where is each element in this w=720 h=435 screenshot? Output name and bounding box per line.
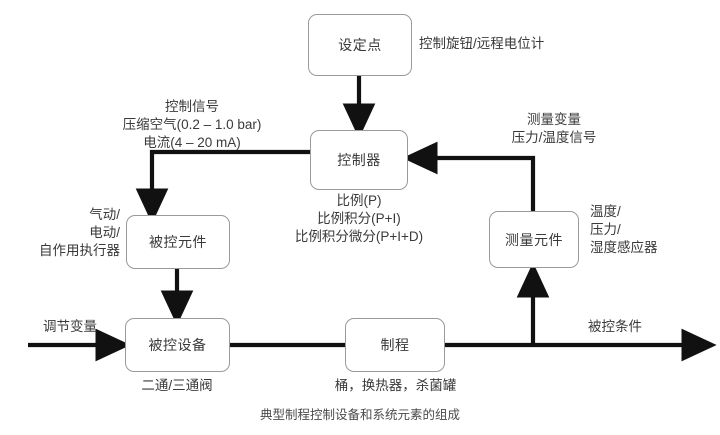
annotation-sensor-types: 温度/ 压力/ 湿度感应器: [590, 204, 658, 255]
node-controlled-device[interactable]: 被控设备: [125, 318, 230, 372]
node-setpoint[interactable]: 设定点: [308, 14, 412, 76]
node-process[interactable]: 制程: [345, 318, 445, 372]
node-controller[interactable]: 控制器: [310, 130, 408, 190]
node-process-label: 制程: [380, 337, 410, 353]
annotation-process-types: 桶，换热器，杀菌罐: [334, 378, 457, 393]
annotation-setpoint-note: 控制旋钮/远程电位计: [419, 36, 545, 51]
annotation-controlled-condition: 被控条件: [588, 319, 642, 334]
annotation-manipulated-variable: 调节变量: [43, 319, 97, 334]
node-setpoint-label: 设定点: [338, 37, 382, 53]
annotation-measured-variable: 测量变量 压力/温度信号: [511, 112, 597, 145]
node-measuring-element-label: 测量元件: [505, 231, 563, 248]
diagram-caption: 典型制程控制设备和系统元素的组成: [259, 408, 460, 422]
wire-measuring-element-to-controller: [402, 141, 536, 211]
node-controlled-element[interactable]: 被控元件: [126, 215, 230, 269]
node-controller-label: 控制器: [337, 152, 381, 168]
node-controlled-element-label: 被控元件: [149, 234, 207, 250]
node-controlled-device-label: 被控设备: [148, 337, 207, 353]
annotation-control-signal: 控制信号 压缩空气(0.2 – 1.0 bar) 电流(4 – 20 mA): [122, 99, 262, 150]
annotation-controller-modes: 比例(P) 比例积分(P+I) 比例积分微分(P+I+D): [294, 193, 424, 244]
annotation-actuator-types: 气动/ 电动/ 自作用执行器: [39, 207, 120, 258]
node-measuring-element[interactable]: 测量元件: [489, 211, 579, 268]
wire-controller-to-controlled-element: [135, 149, 310, 224]
annotation-valve-types: 二通/三通阀: [141, 378, 213, 393]
